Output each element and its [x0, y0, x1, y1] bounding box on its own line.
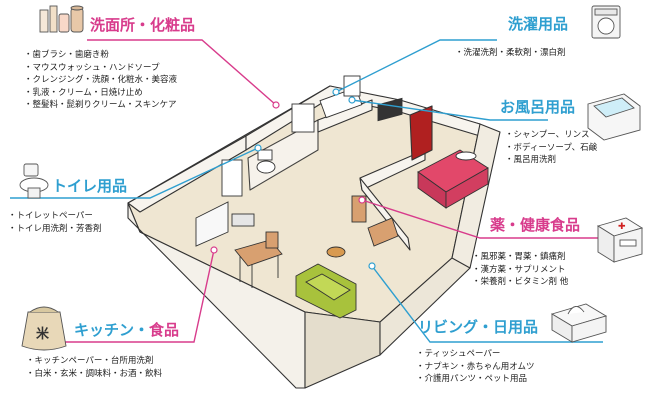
apartment-floor-plan — [127, 85, 501, 389]
outer-wall-bottom — [304, 311, 381, 389]
refrigerator — [221, 159, 243, 197]
list-item: クレンジング・洗顔・化粧水・美容液 — [24, 74, 178, 87]
right-wall — [451, 123, 501, 269]
category-list-kitchen: キッチンペーパー・台所用洗剤 白米・玄米・調味料・お酒・飲料 — [26, 355, 163, 381]
list-item: 白米・玄米・調味料・お酒・飲料 — [26, 368, 163, 381]
rice-bag-icon: 米 — [21, 306, 67, 351]
sofa-seat — [305, 273, 351, 301]
category-title-senmen: 洗面所・化粧品 — [90, 16, 196, 34]
leader-living — [371, 265, 603, 343]
category-list-ofuro: シャンプー、リンス ボディーソープ、石鹸 風呂用洗剤 — [505, 129, 598, 167]
kitchen-counter — [195, 201, 229, 247]
television — [377, 97, 403, 122]
bathroom-sink — [291, 103, 315, 133]
washing-machine-icon — [591, 5, 621, 39]
leader-toilet — [10, 147, 259, 199]
list-item: 洗濯洗剤・柔軟剤・漂白剤 — [455, 47, 566, 60]
list-item: 介護用パンツ・ペット用品 — [416, 373, 535, 386]
category-title-sentaku: 洗濯用品 — [508, 15, 569, 33]
list-item: マウスウォッシュ・ハンドソープ — [24, 62, 177, 75]
svg-text:✚: ✚ — [618, 222, 626, 232]
list-item: 風呂用洗剤 — [505, 154, 597, 167]
list-item: 栄養剤・ビタミン剤 他 — [472, 276, 569, 289]
living-area — [295, 97, 403, 319]
list-item: 風邪薬・胃薬・鎮痛剤 — [472, 251, 568, 264]
bedroom-door — [409, 105, 433, 161]
leader-sentaku — [335, 39, 497, 93]
tv-stand — [367, 217, 399, 247]
category-list-senmen: 歯ブラシ・歯磨き粉 マウスウォッシュ・ハンドソープ クレンジング・洗顔・化粧水・… — [24, 49, 178, 112]
bedroom-area — [417, 149, 489, 209]
list-item: キッチンペーパー・台所用洗剤 — [26, 355, 162, 368]
leader-dots — [210, 88, 376, 270]
rice-bag-label: 米 — [36, 326, 50, 342]
category-title-kitchen: キッチン・食品 — [74, 321, 179, 339]
leader-ofuro — [351, 99, 548, 121]
leader-kitchen — [45, 249, 215, 343]
list-item: ティッシュペーパー — [416, 348, 535, 361]
dining-chair — [265, 231, 279, 249]
list-item: 整髪料・髭剃りクリーム・スキンケア — [24, 99, 177, 112]
pillow — [455, 151, 477, 161]
category-title-toilet: トイレ用品 — [52, 177, 128, 195]
category-list-toilet: トイレットペーパー トイレ用洗剤・芳香剤 — [8, 210, 102, 235]
category-list-kusuri: 風邪薬・胃薬・鎮痛剤 漢方薬・サプリメント 栄養剤・ビタミン剤 他 — [472, 251, 569, 289]
bathtub-icon — [587, 93, 641, 141]
category-list-sentaku: 洗濯洗剤・柔軟剤・漂白剤 — [455, 47, 566, 60]
category-title-kitchen-sep: ・ — [134, 321, 150, 339]
bathroom-fixtures — [256, 75, 363, 174]
leader-senmen — [87, 39, 277, 106]
toiletries-icon — [39, 5, 84, 33]
kitchen-sink — [231, 213, 255, 227]
toilet — [256, 160, 276, 174]
tissue-box-icon — [550, 303, 608, 343]
category-title-kitchen-b: 食品 — [149, 321, 180, 339]
medicine-box-icon: ✚ — [596, 217, 644, 263]
toilet-tank — [257, 149, 273, 161]
washing-machine — [343, 75, 361, 97]
list-item: トイレ用洗剤・芳香剤 — [8, 223, 102, 236]
dog — [326, 246, 346, 258]
list-item: 歯ブラシ・歯磨き粉 — [24, 49, 177, 62]
list-item: 漢方薬・サプリメント — [472, 264, 568, 277]
kitchen-area — [195, 159, 283, 288]
list-item: トイレットペーパー — [8, 210, 102, 223]
list-item: シャンプー、リンス — [505, 129, 597, 142]
list-item: ナプキン・赤ちゃん用オムツ — [416, 361, 535, 374]
leader-lines — [10, 39, 603, 343]
bed-side — [445, 167, 489, 209]
category-title-ofuro: お風呂用品 — [500, 98, 576, 116]
list-item: ボディーソープ、石鹸 — [505, 142, 598, 155]
toilet-icon — [19, 163, 49, 199]
category-title-kitchen-a: キッチン — [74, 321, 135, 339]
leader-kusuri — [361, 199, 603, 239]
category-list-living: ティッシュペーパー ナプキン・赤ちゃん用オムツ 介護用パンツ・ペット用品 — [416, 348, 535, 386]
category-title-kusuri: 薬・健康食品 — [490, 216, 581, 234]
list-item: 乳液・クリーム・日焼け止め — [24, 87, 177, 100]
category-title-living: リビング・日用品 — [418, 318, 539, 336]
